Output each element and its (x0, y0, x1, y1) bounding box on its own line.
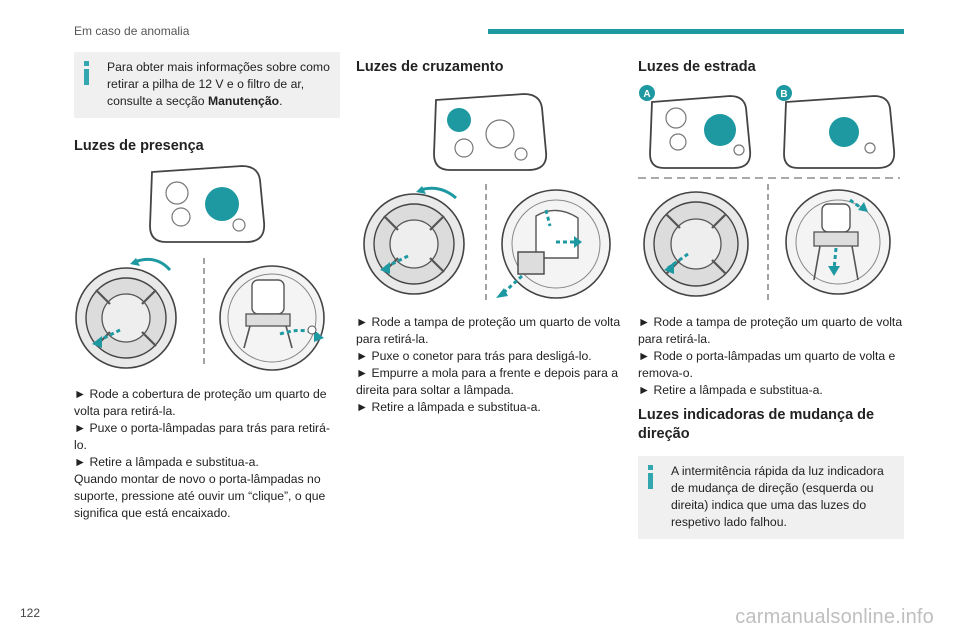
info-text: Para obter mais informações sobre como r… (107, 60, 330, 108)
column-presence-lights: Para obter mais informações sobre como r… (74, 52, 340, 156)
section-title-low-beam: Luzes de cruzamento (356, 59, 504, 75)
header-title: Em caso de anomalia (74, 24, 190, 38)
info-box-battery: Para obter mais informações sobre como r… (74, 52, 340, 118)
label-a: A (643, 89, 650, 100)
info-icon (82, 61, 91, 85)
info-text-end: . (279, 94, 283, 108)
high-beam-steps: ► Rode a tampa de proteção um quarto de … (638, 314, 904, 399)
column-high-beam: Luzes de estrada (638, 58, 904, 77)
presence-steps: ► Rode a cobertura de proteção um quarto… (74, 386, 340, 522)
low-beam-illustration (363, 93, 611, 304)
info-icon (646, 465, 655, 489)
section-title-high-beam: Luzes de estrada (638, 59, 756, 75)
low-beam-steps: ► Rode a tampa de proteção um quarto de … (356, 314, 622, 416)
page-number: 122 (20, 606, 41, 620)
info-link-maintenance: Manutenção (207, 94, 280, 108)
turn-signal-section: Luzes indicadoras de mudança de direção … (638, 406, 904, 539)
info-text: A intermitência rápida da luz indicadora… (671, 464, 884, 529)
step-2: ► Puxe o porta-lâmpadas para trás para r… (74, 421, 330, 452)
step-3: ► Empurre a mola para a frente e depois … (356, 366, 619, 397)
presence-light-illustration (75, 165, 325, 371)
high-beam-illustration: A B (638, 85, 900, 302)
step-1: ► Rode a tampa de proteção um quarto de … (638, 315, 903, 346)
label-b: B (780, 89, 787, 100)
step-3: ► Retire a lâmpada e substitua-a. (74, 455, 259, 469)
step-1: ► Rode a cobertura de proteção um quarto… (74, 387, 327, 418)
step-3: ► Retire a lâmpada e substitua-a. (638, 383, 823, 397)
step-2: ► Rode o porta-lâmpadas um quarto de vol… (638, 349, 896, 380)
section-title-presence: Luzes de presença (74, 138, 204, 154)
presence-note: Quando montar de novo o porta-lâmpadas n… (74, 472, 326, 520)
header-accent-bar (488, 29, 904, 34)
section-title-turn-signals: Luzes indicadoras de mudança de direção (638, 407, 875, 442)
column-low-beam: Luzes de cruzamento (356, 58, 622, 77)
step-4: ► Retire a lâmpada e substitua-a. (356, 400, 541, 414)
step-2: ► Puxe o conetor para trás para desligá-… (356, 349, 592, 363)
info-box-turn-signal: A intermitência rápida da luz indicadora… (638, 456, 904, 539)
watermark: carmanualsonline.info (735, 606, 934, 628)
step-1: ► Rode a tampa de proteção um quarto de … (356, 315, 621, 346)
